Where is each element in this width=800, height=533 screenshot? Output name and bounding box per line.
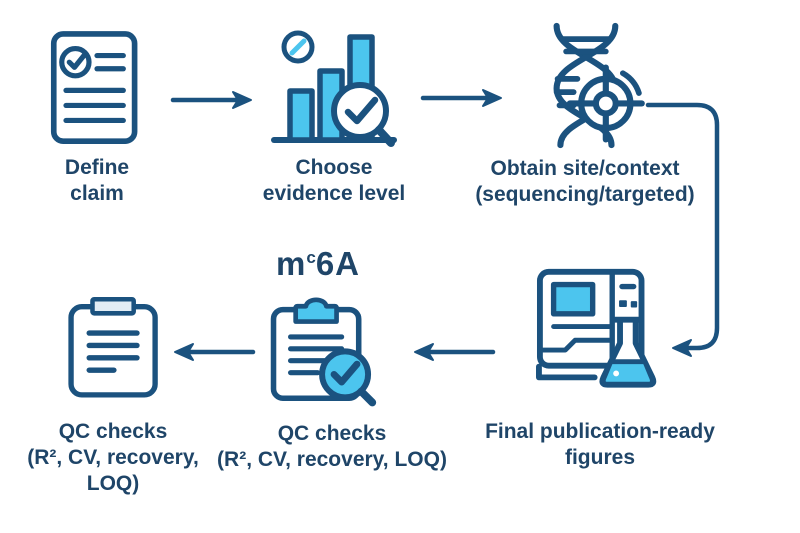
sequencer-flask-icon (536, 268, 657, 388)
node-define-claim: Define claim (17, 30, 177, 207)
label-line: LOQ) (86, 472, 140, 495)
mc6a-label: mc6A (276, 244, 360, 290)
node-label-choose-evidence-level: Choose evidence level (263, 155, 405, 207)
label-line: (sequencing/targeted) (475, 183, 695, 206)
label-line: Final publication-ready (485, 420, 715, 443)
label-line: QC checks (277, 422, 387, 445)
badge-prefix: m (276, 245, 307, 282)
document-check-icon (50, 31, 138, 144)
clipboard-icon (67, 297, 158, 398)
node-qc-checks: QC checks (R², CV, recovery, LOQ) (13, 296, 213, 497)
label-line: figures (564, 446, 635, 469)
label-line: evidence level (262, 182, 406, 205)
label-line: (R², CV, recovery, (27, 446, 199, 469)
arrow-right-2 (420, 89, 502, 107)
badge-superscript: c (306, 248, 316, 267)
label-line: (R², CV, recovery, LOQ) (217, 448, 447, 471)
label-line: Obtain site/context (490, 157, 680, 180)
node-label-obtain-site-context: Obtain site/context (sequencing/targeted… (475, 156, 694, 208)
arrow-right-1 (170, 91, 252, 109)
label-line: claim (70, 182, 124, 205)
label-line: Define (64, 156, 130, 179)
arrow-down-curve (645, 102, 720, 357)
label-line: QC checks (58, 420, 168, 443)
node-label-define-claim: Define claim (65, 155, 129, 207)
node-label-final-figures: Final publication-ready figures (485, 419, 715, 471)
arrow-left-2 (174, 343, 256, 361)
node-label-qc-checks: QC checks (R², CV, recovery, LOQ) (27, 419, 199, 497)
node-obtain-site-context: Obtain site/context (sequencing/targeted… (455, 20, 715, 208)
node-qc-checks-detailed: mc6A QC checks (R², CV, recovery, LOQ) (212, 244, 452, 473)
badge-suffix: 6A (315, 245, 360, 282)
clipboard-magnifier-check-icon (270, 297, 376, 407)
label-line: Choose (295, 156, 373, 179)
node-choose-evidence-level: Choose evidence level (229, 27, 439, 207)
arrow-left-1 (414, 343, 496, 361)
dna-target-icon (553, 22, 645, 149)
node-label-qc-checks-detailed: QC checks (R², CV, recovery, LOQ) (217, 421, 447, 473)
node-final-figures: Final publication-ready figures (475, 266, 725, 471)
bar-chart-magnifier-icon (271, 30, 397, 147)
